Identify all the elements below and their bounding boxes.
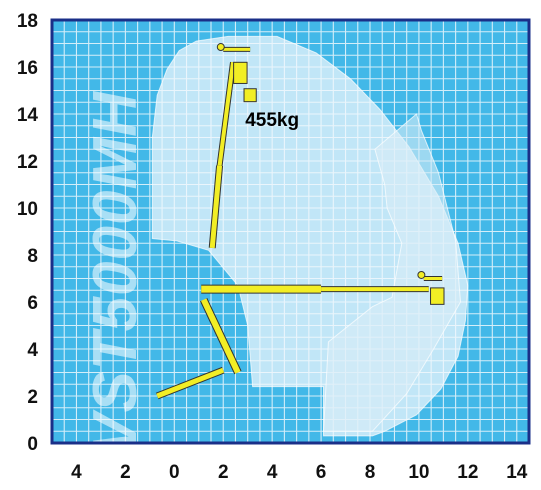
y-tick-label: 12 [17, 152, 38, 173]
y-tick-label: 10 [17, 199, 38, 220]
x-tick-label: 12 [457, 462, 478, 483]
x-tick-label: 2 [120, 462, 131, 483]
upper-jib-knuckle [216, 43, 225, 52]
y-tick-label: 14 [17, 105, 39, 126]
y-tick-label: 6 [27, 293, 38, 314]
lower-boom [200, 298, 241, 374]
upper-platform [233, 61, 248, 84]
x-tick-label: 6 [316, 462, 327, 483]
load-box [243, 88, 257, 103]
annotations: 455kg [245, 110, 299, 131]
upper-boom-upper [217, 62, 235, 166]
lower-boom-base [156, 367, 225, 399]
y-tick-label: 8 [27, 246, 38, 267]
outreach-jib-knuckle [417, 270, 426, 279]
x-tick-label: 4 [267, 462, 278, 483]
x-tick-label: 14 [506, 462, 528, 483]
y-tick-label: 0 [27, 434, 38, 455]
x-tick-label: 0 [169, 462, 180, 483]
x-tick-label: 10 [408, 462, 429, 483]
x-tick-label: 4 [71, 462, 82, 483]
x-tick-label: 8 [365, 462, 376, 483]
y-tick-label: 4 [27, 340, 38, 361]
envelope-inner-area [322, 113, 462, 432]
working-envelope [151, 35, 469, 437]
model-watermark: VST5000MH [81, 91, 150, 455]
outreach-platform [430, 287, 445, 305]
y-tick-label: 2 [27, 387, 38, 408]
machine-illustration [155, 43, 445, 400]
x-tick-label: 2 [218, 462, 229, 483]
upper-boom-lower [209, 165, 223, 249]
x-axis: 4 2 0 2 4 6 8 10 12 14 [71, 462, 528, 483]
load-capacity-label: 455kg [245, 110, 299, 131]
y-tick-label: 18 [17, 11, 38, 32]
y-axis: 0 2 4 6 8 10 12 14 16 18 [17, 11, 39, 455]
y-tick-label: 16 [17, 58, 38, 79]
plot-frame [50, 18, 531, 445]
